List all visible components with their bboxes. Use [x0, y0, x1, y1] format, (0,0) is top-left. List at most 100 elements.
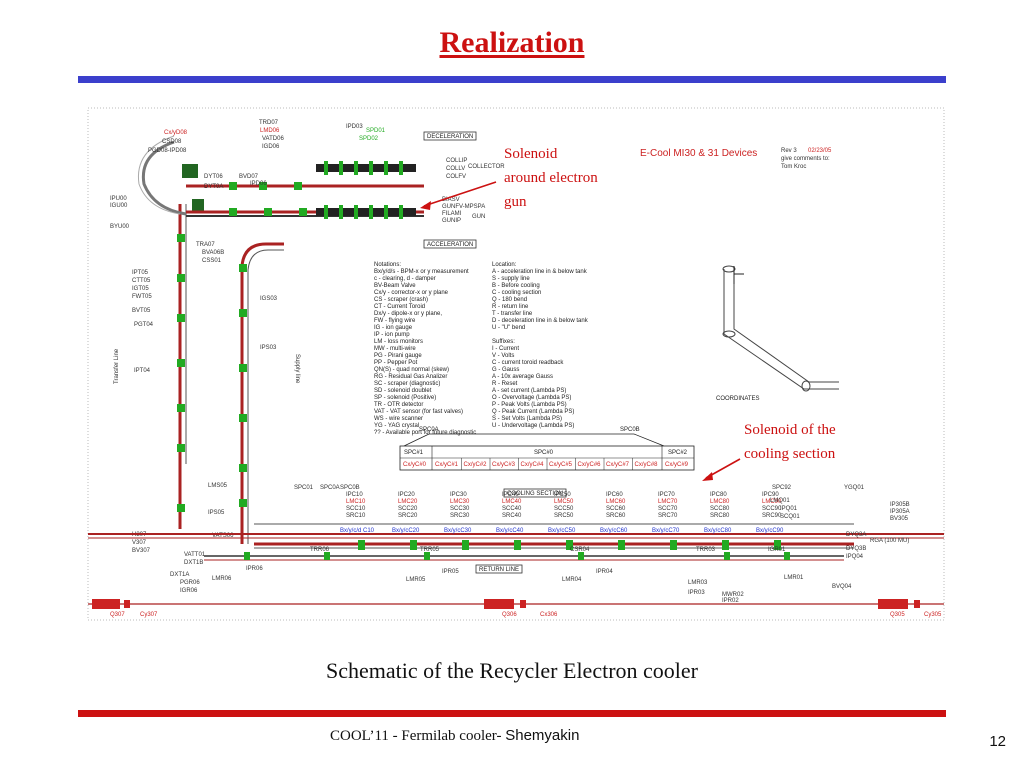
cooling-ipc-label: IPC70 [658, 492, 675, 498]
gun-solenoid [316, 208, 416, 216]
legend-notation-line: PG - Pirani gauge [374, 353, 422, 359]
collector-label-collip: COLLIP [446, 158, 467, 164]
spc-cell: Cx/yC#0 [403, 462, 427, 468]
quad-q306 [484, 599, 514, 609]
deceleration-label: DECELERATION [427, 134, 473, 140]
cooling-magnet [566, 540, 573, 550]
label-bv305: BV305 [890, 516, 909, 522]
spc-cell: Cx/yC#7 [606, 462, 630, 468]
label-vatt01: VATT01 [184, 552, 206, 558]
label-pgt04: PGT04 [134, 322, 154, 328]
legend-location-line: S - supply line [492, 276, 530, 282]
label-ip305b: IP305B [890, 502, 910, 508]
label-lmd06: LMD06 [260, 128, 280, 134]
label-igd06: IGD06 [262, 144, 280, 150]
label-ipr04: IPR04 [596, 569, 613, 575]
legend-right: Location:A - acceleration line in & belo… [492, 262, 589, 429]
annotation-cooling-line1: Solenoid of the [744, 422, 836, 438]
label-spc0b2: SPC0B [340, 485, 360, 491]
collector-label: COLLECTOR [468, 164, 505, 170]
legend-notation-line: FW - flying wire [374, 318, 416, 324]
legend-notation-line: RG - Residual Gas Analizer [374, 374, 447, 380]
transfer-line: Transfer Line IPT05 CTT05 IGT05 FWT05 BV… [110, 130, 204, 554]
spc-cell: Cx/yC#2 [464, 462, 488, 468]
coordinates-label: COORDINATES [716, 396, 760, 402]
legend-notation-line: MW - multi-wire [374, 346, 416, 352]
cooling-bpm-label: Bx/y/cC80 [704, 528, 732, 534]
legend-location-line: U - "U" bend [492, 325, 525, 331]
legend-location-line: A - set current (Lambda PS) [492, 388, 566, 394]
label-lmq01: LMQ01 [770, 498, 790, 504]
cooling-ipc-label: IPC90 [762, 492, 779, 498]
legend-location-line: T - transfer line [492, 311, 533, 317]
cooling-bpm-label: Bx/y/c/d C10 [340, 528, 375, 534]
cooling-scc-label: SCC20 [398, 506, 418, 512]
label-ips05: IPS05 [208, 510, 225, 516]
quad-q307 [92, 599, 120, 609]
spc-cell: Cx/yC#4 [521, 462, 545, 468]
cooling-src-label: SRC10 [346, 513, 366, 519]
gun-label: GUN [472, 214, 485, 220]
magnet [239, 499, 247, 507]
cooling-scc-label: SCC90 [762, 506, 782, 512]
annotation-cooling: Solenoid of the cooling section [702, 422, 836, 481]
deceleration-box [423, 131, 477, 141]
label-ipr02: IPR02 [722, 598, 739, 604]
acceleration-box [423, 239, 477, 249]
gun-label-filami: FILAMI [442, 211, 462, 217]
magnet [177, 234, 185, 242]
legend-notation-line: SP - solenoid (Positive) [374, 395, 436, 401]
magnet [239, 364, 247, 372]
spc2-label: SPC#2 [668, 450, 688, 456]
magnet [229, 208, 237, 216]
annotation-gun-arrowhead [420, 201, 431, 210]
quad-q305 [878, 599, 908, 609]
label-cy305: Cy305 [924, 612, 942, 618]
legend-location-line: G - Gauss [492, 367, 519, 373]
cooling-magnet [670, 540, 677, 550]
cooling-ipc-label: IPC60 [606, 492, 623, 498]
cooling-bpm-label: Bx/y/cC50 [548, 528, 576, 534]
label-lmr03: LMR03 [688, 580, 708, 586]
schematic-comments-2: Tom Kroc [781, 164, 806, 170]
transfer-line-label: Transfer Line [114, 348, 120, 384]
label-rga: RGA (100 MU) [870, 538, 909, 544]
legend-left: Notations:Bx/y/d/s - BPM-x or y measurem… [374, 262, 476, 436]
label-ipq04: IPQ04 [846, 554, 864, 560]
cooling-bpm-label: Bx/y/cC30 [444, 528, 472, 534]
title-rule [78, 76, 946, 83]
label-ipt04: IPT04 [134, 368, 151, 374]
magnet [177, 404, 185, 412]
cooling-bpm-label: Bx/y/cC90 [756, 528, 784, 534]
cooling-scc-label: SCC30 [450, 506, 470, 512]
legend-location-line: Location: [492, 262, 517, 268]
magnet [177, 504, 185, 512]
gun-label-gunfv: GUNFV-MPSPA [442, 204, 485, 210]
magnet [264, 208, 272, 216]
cooling-lmc-label: LMC40 [502, 499, 522, 505]
cooling-scc-label: SCC40 [502, 506, 522, 512]
cooling-lmc-label: LMC50 [554, 499, 574, 505]
collector-label-colfv: COLFV [446, 174, 466, 180]
magnet [299, 208, 307, 216]
label-ipt05: IPT05 [132, 270, 149, 276]
footer-prefix: COOL’11 - Fermilab cooler- [330, 728, 506, 744]
label-ipr06: IPR06 [246, 566, 263, 572]
spc0b-label: SPC0B [620, 427, 640, 433]
label-q306: Q306 [502, 612, 517, 618]
gun-label-gunip: GUNIP [442, 218, 461, 224]
label-igr01: IGR01 [768, 547, 786, 553]
magnet [239, 309, 247, 317]
label-lms05: LMS05 [208, 483, 228, 489]
spc-cell: Cx/yC#5 [549, 462, 573, 468]
spc-cell: Cx/yC#8 [635, 462, 659, 468]
magnet [177, 444, 185, 452]
schematic-rev-date: 02/23/05 [808, 148, 832, 154]
cooling-bpm-label: Bx/y/cC60 [600, 528, 628, 534]
label-dyq3a: DYQ3A [846, 532, 866, 538]
label-dyq3b: DYQ3B [846, 546, 866, 552]
label-spd01: SPD01 [366, 128, 386, 134]
top-lines: DECELERATION ACCELERATION COLLIP COLLV C… [186, 120, 505, 249]
cooling-section-box [503, 488, 567, 498]
